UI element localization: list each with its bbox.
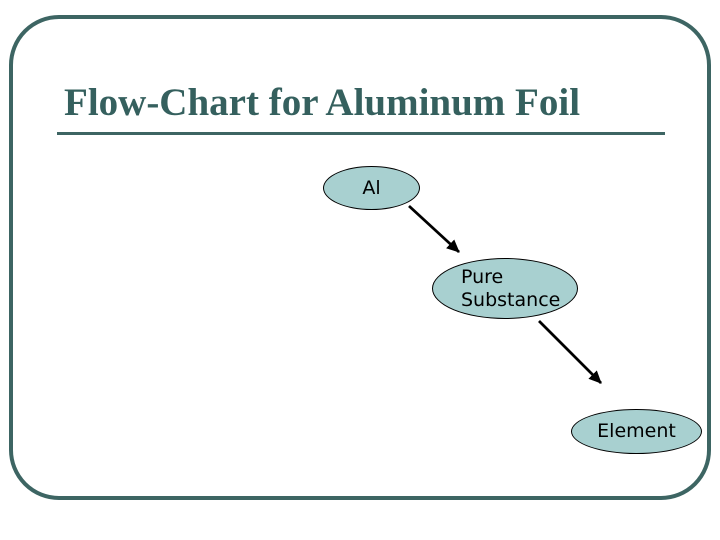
title-underline <box>57 132 665 135</box>
node-element-label: Element <box>597 420 676 443</box>
slide-title: Flow-Chart for Aluminum Foil <box>64 81 581 124</box>
slide-border-frame <box>9 15 711 500</box>
node-al: Al <box>323 166 420 210</box>
node-pure-substance-label: Pure Substance <box>461 265 561 311</box>
node-pure-substance: Pure Substance <box>432 258 578 319</box>
node-element: Element <box>571 409 702 454</box>
node-al-label: Al <box>362 176 381 199</box>
